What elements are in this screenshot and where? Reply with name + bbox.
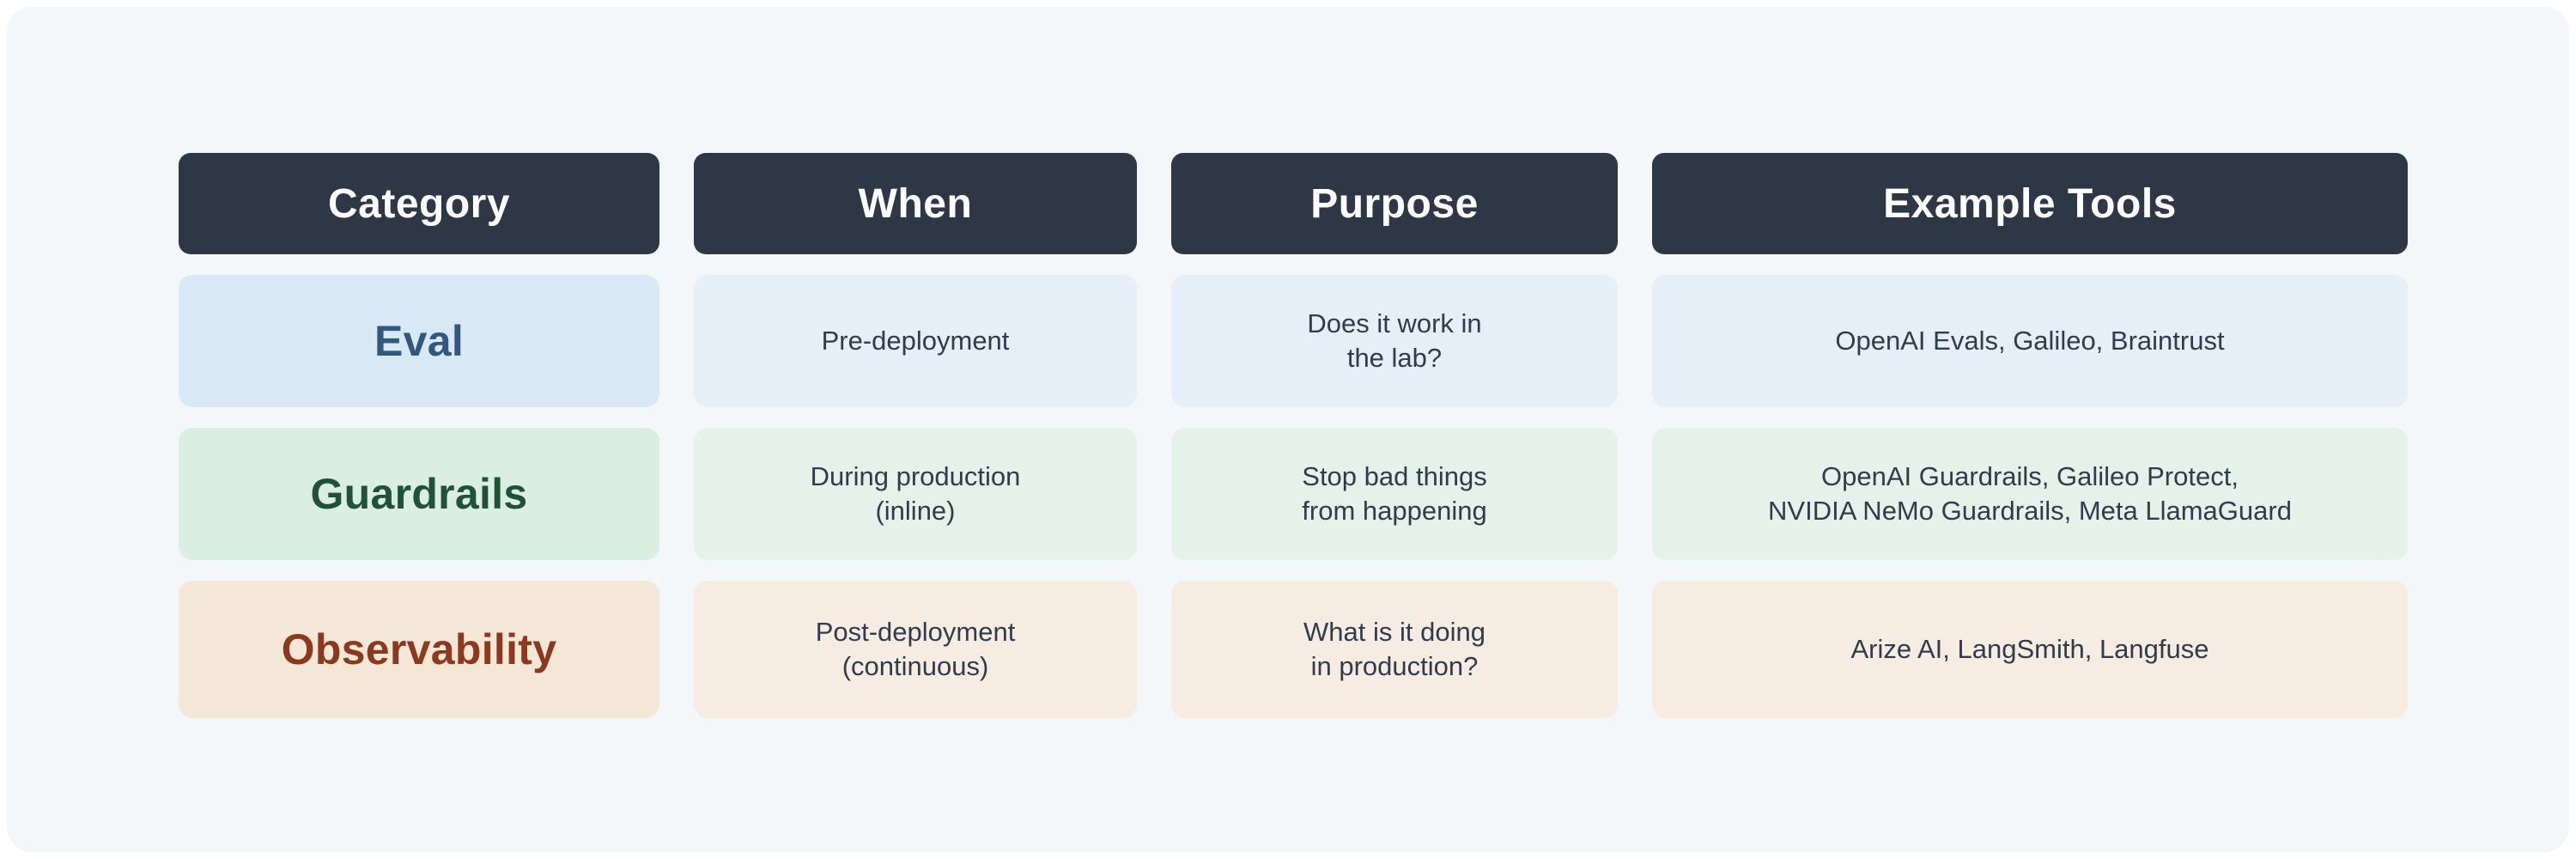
eval-tools-cell: OpenAI Evals, Galileo, Braintrust <box>1652 275 2408 407</box>
observability-category-cell: Observability <box>179 581 659 718</box>
eval-when-cell: Pre-deployment <box>694 275 1137 407</box>
observability-purpose-cell: What is it doing in production? <box>1171 581 1618 718</box>
comparison-table: Category When Purpose Example Tools Eval… <box>179 153 2408 718</box>
eval-purpose-cell: Does it work in the lab? <box>1171 275 1618 407</box>
guardrails-category-cell: Guardrails <box>179 428 659 560</box>
observability-tools-cell: Arize AI, LangSmith, Langfuse <box>1652 581 2408 718</box>
header-category: Category <box>179 153 659 254</box>
table-panel: Category When Purpose Example Tools Eval… <box>7 7 2569 852</box>
guardrails-purpose-cell: Stop bad things from happening <box>1171 428 1618 560</box>
observability-when-cell: Post-deployment (continuous) <box>694 581 1137 718</box>
header-when: When <box>694 153 1137 254</box>
guardrails-when-cell: During production (inline) <box>694 428 1137 560</box>
eval-category-cell: Eval <box>179 275 659 407</box>
guardrails-tools-cell: OpenAI Guardrails, Galileo Protect, NVID… <box>1652 428 2408 560</box>
header-purpose: Purpose <box>1171 153 1618 254</box>
header-example-tools: Example Tools <box>1652 153 2408 254</box>
